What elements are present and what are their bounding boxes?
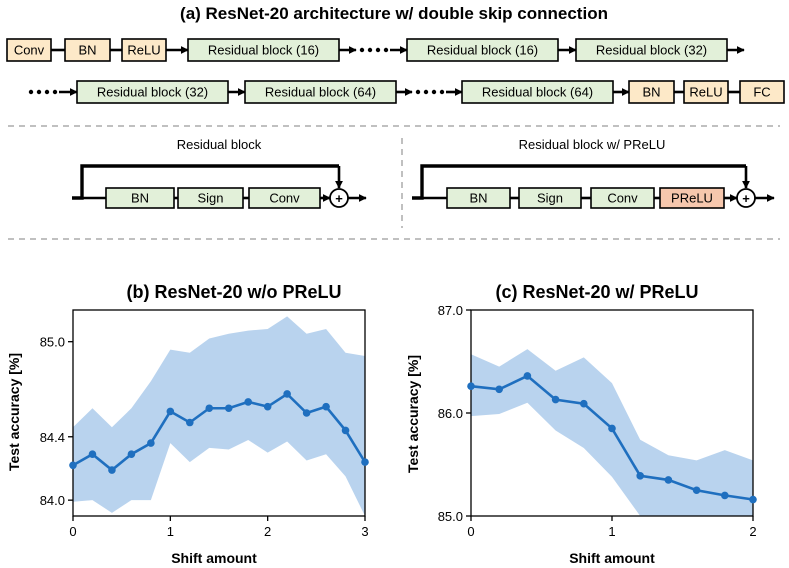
- architecture-title: (a) ResNet-20 architecture w/ double ski…: [180, 4, 608, 23]
- x-tick-label: 3: [361, 524, 368, 539]
- block-prelu-label: PReLU: [671, 191, 713, 206]
- series-line: [72, 392, 367, 472]
- data-point: [302, 409, 311, 417]
- data-point: [523, 372, 532, 380]
- dots-row1-3: [383, 47, 389, 53]
- data-point: [108, 466, 116, 474]
- residual-block-32-b-label: Residual block (32): [97, 85, 208, 100]
- dots-row2-start-3: [52, 89, 58, 95]
- fc-block: [739, 80, 785, 104]
- chart-c-xlabel: Shift amount: [569, 550, 655, 566]
- residual-block-16-a-label: Residual block (16): [208, 43, 319, 58]
- data-point: [263, 402, 272, 411]
- block-conv-label: Conv: [269, 191, 300, 206]
- y-tick-label: 85.0: [40, 335, 65, 350]
- data-point: [205, 404, 214, 413]
- chart-c-ylabel: Test accuracy [%]: [405, 355, 421, 473]
- x-tick-label: 1: [608, 524, 615, 539]
- x-tick-label: 0: [69, 524, 76, 539]
- dots-row1-1: [367, 47, 373, 53]
- dots-row2-mid-0: [415, 89, 421, 95]
- chart-b-title: (b) ResNet-20 w/o PReLU: [126, 282, 341, 302]
- bn-block-label: BN: [78, 43, 96, 58]
- residual-block-prelu-title: Residual block w/ PReLU: [519, 137, 666, 152]
- conv-block-label: Conv: [14, 43, 45, 58]
- data-point: [721, 491, 729, 500]
- plot-frame: [72, 309, 366, 517]
- data-point: [580, 399, 588, 408]
- confidence-band: [471, 349, 753, 516]
- residual-block-16-b-label: Residual block (16): [427, 43, 538, 58]
- relu-block-2-label: ReLU: [689, 85, 722, 100]
- data-point: [88, 450, 97, 459]
- bn-block-2-label: BN: [642, 85, 660, 100]
- x-tick-label: 2: [264, 524, 271, 539]
- residual-block-prelu-diagram: BN Sign Conv PReLU +: [412, 164, 775, 209]
- residual-block-diagram: BN Sign Conv +: [72, 164, 367, 209]
- data-point: [186, 418, 194, 427]
- x-tick-label: 1: [167, 524, 174, 539]
- block-sign-label: Sign: [537, 191, 563, 206]
- data-point: [341, 426, 350, 435]
- data-point: [69, 461, 77, 470]
- dots-row2-mid-3: [439, 89, 445, 95]
- confidence-band: [73, 316, 365, 516]
- chart-b-xlabel: Shift amount: [171, 550, 257, 566]
- data-point: [127, 450, 136, 459]
- y-tick-label: 84.0: [40, 493, 65, 508]
- y-tick-label: 87.0: [438, 303, 463, 318]
- data-point: [361, 458, 369, 466]
- chart-b-ylabel: Test accuracy [%]: [6, 353, 22, 471]
- data-point: [608, 424, 616, 433]
- data-point: [692, 486, 701, 495]
- data-point: [664, 476, 673, 484]
- chart-c-title: (c) ResNet-20 w/ PReLU: [495, 282, 698, 302]
- dots-row2-mid-1: [423, 89, 429, 95]
- data-point: [322, 402, 330, 411]
- block-bn-label: BN: [469, 191, 487, 206]
- x-tick-label: 2: [749, 524, 756, 539]
- relu-block-label: ReLU: [127, 43, 160, 58]
- chart-with-prelu: (c) ResNet-20 w/ PReLU Shift amount Test…: [405, 282, 757, 566]
- block-bn-label: BN: [131, 191, 149, 206]
- chart-without-prelu: (b) ResNet-20 w/o PReLU Shift amount Tes…: [6, 282, 369, 566]
- data-point: [749, 495, 757, 504]
- data-point: [224, 404, 233, 413]
- data-point: [636, 472, 644, 480]
- data-point: [166, 407, 175, 416]
- dots-row2-mid-2: [431, 89, 437, 95]
- residual-block-64-b-label: Residual block (64): [482, 85, 593, 100]
- residual-block-64-a-label: Residual block (64): [265, 85, 376, 100]
- residual-block-32-a-label: Residual block (32): [596, 43, 707, 58]
- dots-row2-start-0: [28, 89, 34, 95]
- data-point: [551, 395, 560, 404]
- data-point: [495, 385, 504, 394]
- fc-block-label: FC: [753, 85, 770, 100]
- block-sign-label: Sign: [197, 191, 223, 206]
- add-symbol: +: [742, 191, 750, 206]
- y-tick-label: 84.4: [40, 430, 65, 445]
- y-tick-label: 86.0: [438, 406, 463, 421]
- data-point: [467, 382, 475, 391]
- add-symbol: +: [335, 191, 343, 206]
- residual-block-title: Residual block: [177, 137, 262, 152]
- y-tick-label: 85.0: [438, 509, 463, 524]
- dots-row2-start-1: [36, 89, 42, 95]
- dots-row1-2: [375, 47, 381, 53]
- dots-row2-start-2: [44, 89, 50, 95]
- dots-row1-0: [359, 47, 365, 53]
- data-point: [283, 390, 291, 398]
- x-tick-label: 0: [467, 524, 474, 539]
- data-point: [147, 439, 155, 447]
- data-point: [244, 398, 252, 406]
- block-conv-label: Conv: [607, 191, 638, 206]
